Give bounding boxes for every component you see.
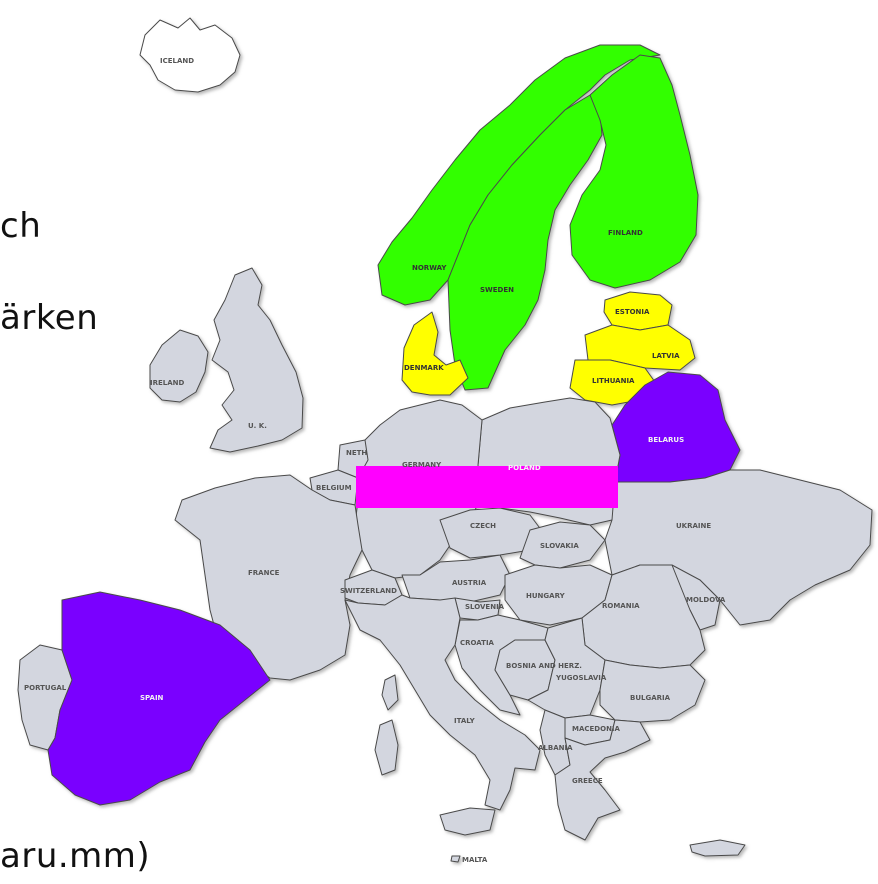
label-estonia: ESTONIA bbox=[615, 308, 650, 316]
country-spain[interactable] bbox=[47, 591, 271, 806]
label-portugal: PORTUGAL bbox=[24, 684, 67, 692]
highlight-band bbox=[356, 466, 618, 508]
label-ireland: IRELAND bbox=[150, 379, 185, 387]
label-moldova: MOLDOVA bbox=[686, 596, 726, 604]
background-text-1: ch bbox=[0, 206, 42, 246]
label-poland: POLAND bbox=[508, 464, 541, 472]
label-uk: U. K. bbox=[248, 422, 267, 430]
country-bulgaria[interactable] bbox=[599, 659, 706, 723]
label-denmark: DENMARK bbox=[404, 364, 444, 372]
label-germany: GERMANY bbox=[402, 461, 442, 469]
label-malta: MALTA bbox=[462, 856, 488, 864]
label-hungary: HUNGARY bbox=[526, 592, 566, 600]
label-sweden: SWEDEN bbox=[480, 286, 514, 294]
country-italy-sicily[interactable] bbox=[439, 807, 496, 836]
label-albania: ALBANIA bbox=[538, 744, 573, 752]
country-sweden[interactable] bbox=[447, 94, 603, 391]
label-belarus: BELARUS bbox=[648, 436, 684, 444]
label-slovakia: SLOVAKIA bbox=[540, 542, 579, 550]
label-croatia: CROATIA bbox=[460, 639, 495, 647]
label-italy: ITALY bbox=[454, 717, 476, 725]
label-greece: GREECE bbox=[572, 777, 603, 785]
label-slovenia: SLOVENIA bbox=[465, 603, 505, 611]
label-bosnia: BOSNIA AND HERZ. bbox=[506, 662, 582, 670]
country-greece-crete[interactable] bbox=[689, 839, 746, 857]
country-uk[interactable] bbox=[209, 267, 304, 453]
label-bulgaria: BULGARIA bbox=[630, 694, 671, 702]
label-netherlands: NETH bbox=[346, 449, 367, 457]
country-italy[interactable] bbox=[344, 594, 541, 811]
label-romania: ROMANIA bbox=[602, 602, 640, 610]
label-finland: FINLAND bbox=[608, 229, 643, 237]
country-greece[interactable] bbox=[554, 719, 651, 841]
country-finland[interactable] bbox=[569, 54, 699, 289]
background-text-2: ärken bbox=[0, 298, 99, 338]
label-czech: CZECH bbox=[470, 522, 496, 530]
label-spain: SPAIN bbox=[140, 694, 164, 702]
label-switzerland: SWITZERLAND bbox=[340, 587, 397, 595]
label-belgium: BELGIUM bbox=[316, 484, 352, 492]
background-text-3: aru.mm) bbox=[0, 836, 151, 876]
label-macedonia: MACEDONIA bbox=[572, 725, 621, 733]
label-lithuania: LITHUANIA bbox=[592, 377, 635, 385]
country-france-corsica[interactable] bbox=[381, 674, 399, 711]
country-iceland[interactable] bbox=[139, 17, 241, 93]
country-ireland[interactable] bbox=[149, 329, 209, 403]
label-austria: AUSTRIA bbox=[452, 579, 487, 587]
country-denmark[interactable] bbox=[401, 311, 469, 396]
label-france: FRANCE bbox=[248, 569, 280, 577]
country-slovakia[interactable] bbox=[519, 521, 606, 569]
country-labels: ICELAND NORWAY SWEDEN FINLAND ESTONIA LA… bbox=[24, 57, 726, 864]
country-malta[interactable] bbox=[450, 855, 461, 863]
label-yugoslavia: YUGOSLAVIA bbox=[555, 674, 607, 682]
country-italy-sardinia[interactable] bbox=[374, 719, 399, 776]
label-norway: NORWAY bbox=[412, 264, 447, 272]
label-latvia: LATVIA bbox=[652, 352, 680, 360]
label-iceland: ICELAND bbox=[160, 57, 194, 65]
label-ukraine: UKRAINE bbox=[676, 522, 711, 530]
